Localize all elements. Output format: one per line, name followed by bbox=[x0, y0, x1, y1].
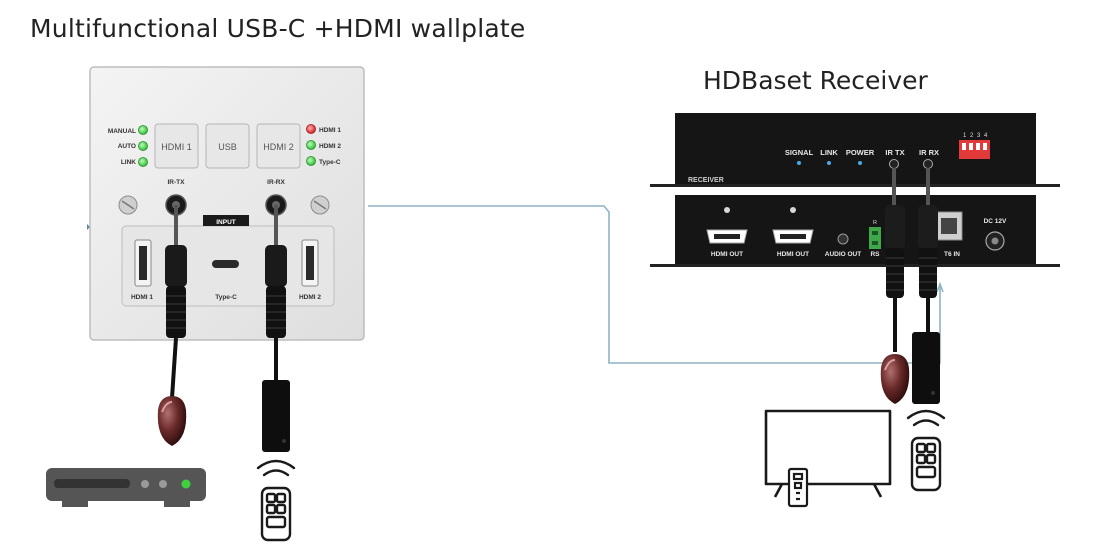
dip-number-2: 2 bbox=[970, 133, 974, 139]
port-label-hdmi2: HDMI 2 bbox=[299, 294, 321, 301]
receiver-ir-emitter-bulb bbox=[880, 354, 910, 404]
ir-emitter-bulb bbox=[157, 396, 187, 446]
ir-tx-label: IR-TX bbox=[168, 179, 186, 186]
indicator-label-power: POWER bbox=[846, 148, 875, 157]
audio-out-port[interactable] bbox=[837, 233, 849, 245]
receiver-ir-emitter bbox=[880, 168, 910, 404]
dip-number-1: 1 bbox=[963, 133, 967, 139]
receiver-ir-receiver-body bbox=[912, 332, 940, 404]
input-panel: INPUT HDMI 1 Type-C HDMI 2 bbox=[121, 215, 335, 307]
port-label-hdmi-out-1: HDMI OUT bbox=[711, 251, 743, 258]
receiver-ir-receiver bbox=[912, 168, 940, 404]
tv-icon bbox=[764, 409, 892, 498]
led-manual bbox=[138, 125, 148, 135]
status-label-manual: MANUAL bbox=[108, 128, 136, 135]
indicator-label-ir-tx: IR TX bbox=[885, 148, 904, 157]
led-link bbox=[138, 157, 148, 167]
port-label-dc12v: DC 12V bbox=[984, 218, 1007, 225]
port-label-hdbaset-in: T6 IN bbox=[944, 251, 960, 258]
source-label-hdmi1: HDMI 1 bbox=[319, 127, 341, 134]
led-auto bbox=[138, 141, 148, 151]
input-label: INPUT bbox=[216, 219, 236, 226]
tv-remote-icon bbox=[787, 467, 809, 508]
dip-number-3: 3 bbox=[977, 133, 981, 139]
source-leds: HDMI 1 HDMI 2 Type-C bbox=[306, 124, 341, 166]
hdmi1-button-label: HDMI 1 bbox=[161, 142, 192, 152]
source-label-typec: Type-C bbox=[319, 159, 341, 166]
selector-buttons: HDMI 1 USB HDMI 2 bbox=[154, 123, 301, 169]
receiver-ir-rx-jack[interactable] bbox=[923, 159, 933, 169]
port-label-hdmi-out-2: HDMI OUT bbox=[777, 251, 809, 258]
set-top-box-icon bbox=[46, 468, 206, 507]
port-label-audio-out: AUDIO OUT bbox=[825, 251, 862, 258]
led-hdmi1 bbox=[306, 124, 316, 134]
hdmi2-button-label: HDMI 2 bbox=[263, 142, 294, 152]
rs-pin-r: R bbox=[873, 220, 877, 226]
port-label-rs: RS bbox=[870, 251, 880, 258]
indicator-label-link: LINK bbox=[820, 148, 838, 157]
port-label-typec: Type-C bbox=[215, 294, 237, 301]
status-label-link: LINK bbox=[121, 159, 136, 166]
status-leds: MANUAL AUTO LINK bbox=[108, 125, 148, 167]
remote-icon-right bbox=[906, 409, 946, 492]
dip-switch[interactable]: 1 2 3 4 bbox=[959, 133, 990, 159]
indicator-label-signal: SIGNAL bbox=[785, 148, 814, 157]
wallplate-ir-emitter bbox=[157, 205, 187, 446]
typec-input-port[interactable] bbox=[212, 260, 239, 268]
hdbaset-receiver: RECEIVER SIGNAL LINK POWER IR TX IR RX 1… bbox=[650, 113, 1060, 267]
indicator-label-ir-rx: IR RX bbox=[919, 148, 939, 157]
remote-icon-left bbox=[256, 459, 296, 542]
receiver-model-label: RECEIVER bbox=[688, 177, 724, 184]
hdmi2-select-button[interactable] bbox=[256, 123, 301, 169]
ir-rx-label: IR-RX bbox=[267, 179, 285, 186]
status-label-auto: AUTO bbox=[118, 143, 136, 150]
hdmi1-select-button[interactable] bbox=[154, 123, 199, 169]
port-label-hdmi1: HDMI 1 bbox=[131, 294, 153, 301]
usb-button-label: USB bbox=[218, 142, 237, 152]
source-label-hdmi2: HDMI 2 bbox=[319, 143, 341, 150]
usb-select-button[interactable] bbox=[205, 123, 250, 169]
receiver-title: HDBaset Receiver bbox=[703, 66, 928, 95]
led-typec bbox=[306, 156, 316, 166]
screws bbox=[118, 195, 330, 215]
wallplate-ir-receiver bbox=[262, 205, 290, 452]
rs232-terminal[interactable] bbox=[869, 227, 881, 249]
wallplate: MANUAL AUTO LINK HDMI 1 USB HDMI 2 HDMI … bbox=[89, 66, 365, 341]
indicator-led-power bbox=[858, 161, 862, 165]
indicator-led-signal bbox=[797, 161, 801, 165]
diagram-title: Multifunctional USB-C +HDMI wallplate bbox=[30, 14, 526, 43]
led-hdmi2 bbox=[306, 140, 316, 150]
ir-receiver-body bbox=[262, 380, 290, 452]
indicator-led-link bbox=[827, 161, 831, 165]
receiver-ir-tx-jack[interactable] bbox=[889, 159, 899, 169]
dip-number-4: 4 bbox=[984, 133, 988, 139]
